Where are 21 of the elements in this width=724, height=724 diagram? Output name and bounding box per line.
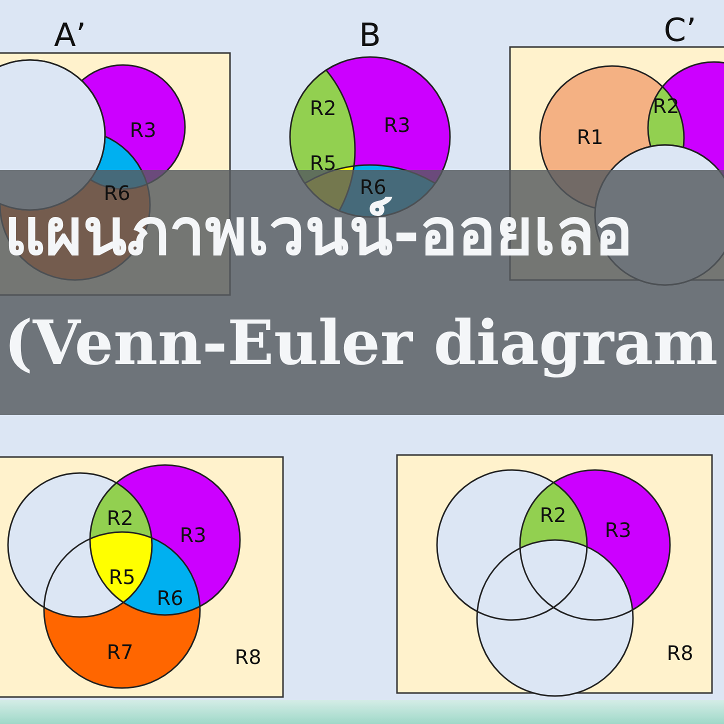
region-label: R6: [360, 177, 386, 197]
region-label: R2: [106, 508, 134, 528]
region-label: R5: [108, 567, 136, 587]
set-heading: C’: [664, 14, 696, 46]
region-label: R2: [652, 96, 680, 116]
region-label: R3: [604, 520, 632, 540]
region-label: R3: [130, 120, 156, 140]
region-label: R8: [234, 647, 262, 667]
region-label: R2: [310, 98, 336, 118]
region-label: R3: [384, 115, 410, 135]
subtitle: (Venn-Euler diagram: [4, 310, 718, 378]
region-label: R1: [576, 127, 604, 147]
region-label: R3: [180, 525, 206, 545]
title: แผนภาพเวนน์-ออยเลอ: [4, 198, 633, 268]
set-heading: A’: [54, 19, 86, 51]
region-label: R2: [540, 505, 566, 525]
region-label: R8: [666, 643, 694, 663]
region-label: R5: [310, 153, 336, 173]
set-heading: B: [359, 19, 381, 51]
region-label: R7: [106, 642, 134, 662]
region-label: R6: [156, 588, 184, 608]
